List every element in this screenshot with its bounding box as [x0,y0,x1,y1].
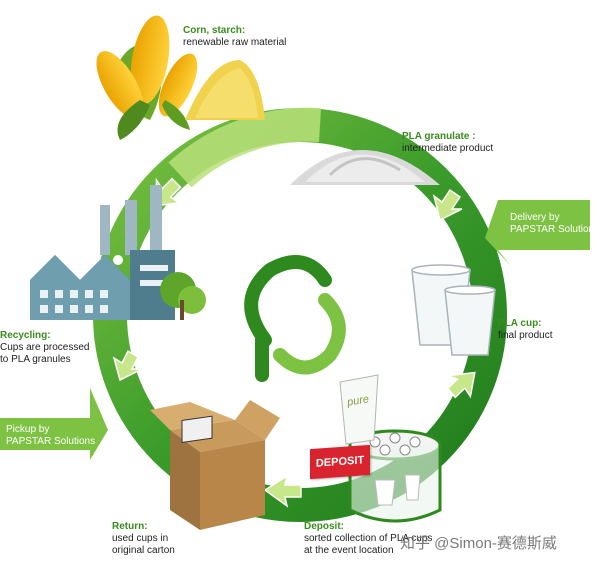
corn-icon [96,15,198,140]
arrow-icon [112,349,143,382]
tree-icon [160,272,206,320]
delivery-tab [485,200,590,265]
recycle-icon [113,255,123,265]
factory-icon [30,185,175,320]
label-corn: Corn, starch:renewable raw material [183,25,287,48]
pickup-tab [0,388,108,460]
granulate-icon [290,150,440,185]
arrow-icon [155,177,182,207]
arrow-icon [263,474,302,508]
carton-icon [150,400,280,530]
deposit-bin-icon [339,374,442,523]
ring-arrows [112,177,476,508]
watermark: 知乎 @Simon-赛德斯威 [400,535,557,552]
label-granulate: PLA granulate :intermediate product [402,131,494,154]
arrow-icon [446,371,476,399]
label-cup: PLA cup:final product [498,318,553,341]
deposit-sign: DEPOSIT [310,444,370,480]
cup-icon [411,264,496,356]
starch-icon [185,60,265,120]
arrow-icon [432,188,463,222]
logo-icon [244,255,346,382]
